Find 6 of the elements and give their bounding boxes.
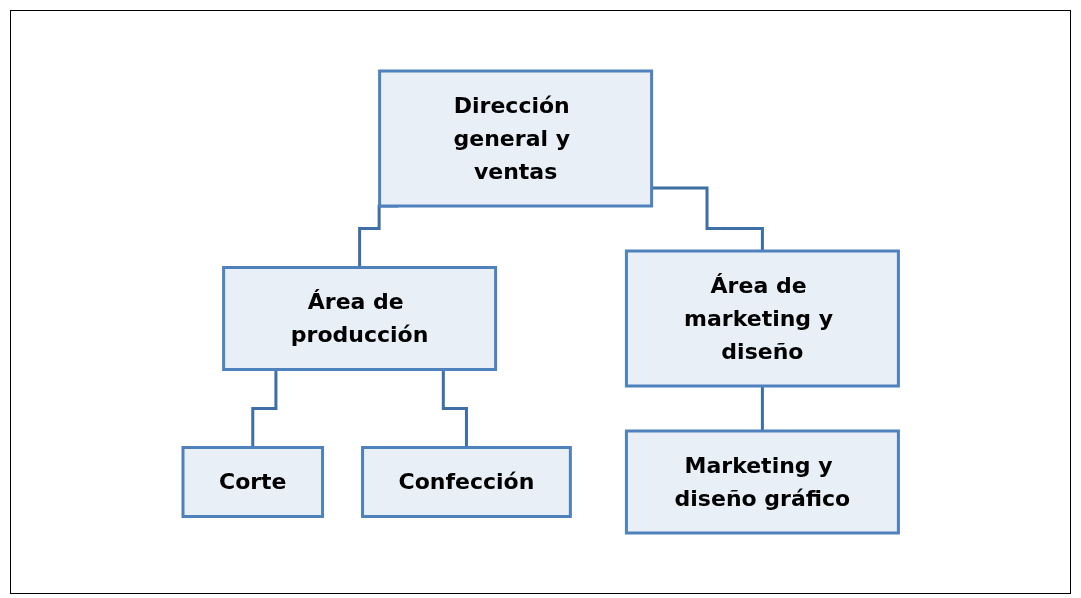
node-box: Marketing y diseño gráfico [624, 429, 900, 535]
node-box: Corte [181, 446, 324, 518]
node-box: Área de producción [221, 266, 497, 371]
node-box: Área de marketing y diseño [624, 249, 900, 388]
node-box: Dirección general y ventas [377, 69, 653, 208]
node-box: Confección [360, 446, 572, 518]
